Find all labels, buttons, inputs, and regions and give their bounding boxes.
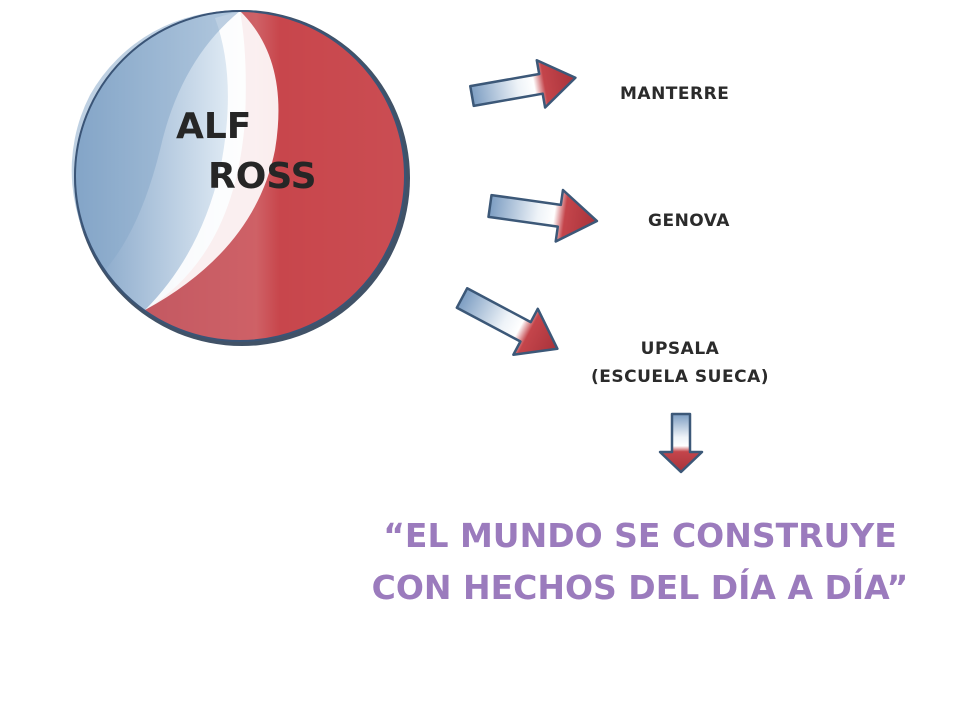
arrow-down-to-quote <box>658 412 704 474</box>
quote-text: “EL MUNDO SE CONSTRUYE CON HECHOS DEL DÍ… <box>360 510 920 614</box>
branch-label-genova: GENOVA <box>648 211 730 231</box>
alf-ross-circle <box>71 10 410 346</box>
branch-label-manterre: MANTERRE <box>620 84 730 104</box>
quote-line-1: “EL MUNDO SE CONSTRUYE <box>383 516 897 555</box>
arrow-to-genova <box>487 188 599 243</box>
branch-sublabel-escuela-sueca: (ESCUELA SUECA) <box>591 367 769 387</box>
arrow-to-manterre <box>469 58 577 109</box>
circle-label-ross: ROSS <box>208 156 317 197</box>
arrow-to-upsala <box>455 287 559 357</box>
branch-label-upsala: UPSALA <box>640 339 720 359</box>
quote-line-2: CON HECHOS DEL DÍA A DÍA” <box>371 568 909 607</box>
circle-label-alf: ALF <box>176 106 252 147</box>
